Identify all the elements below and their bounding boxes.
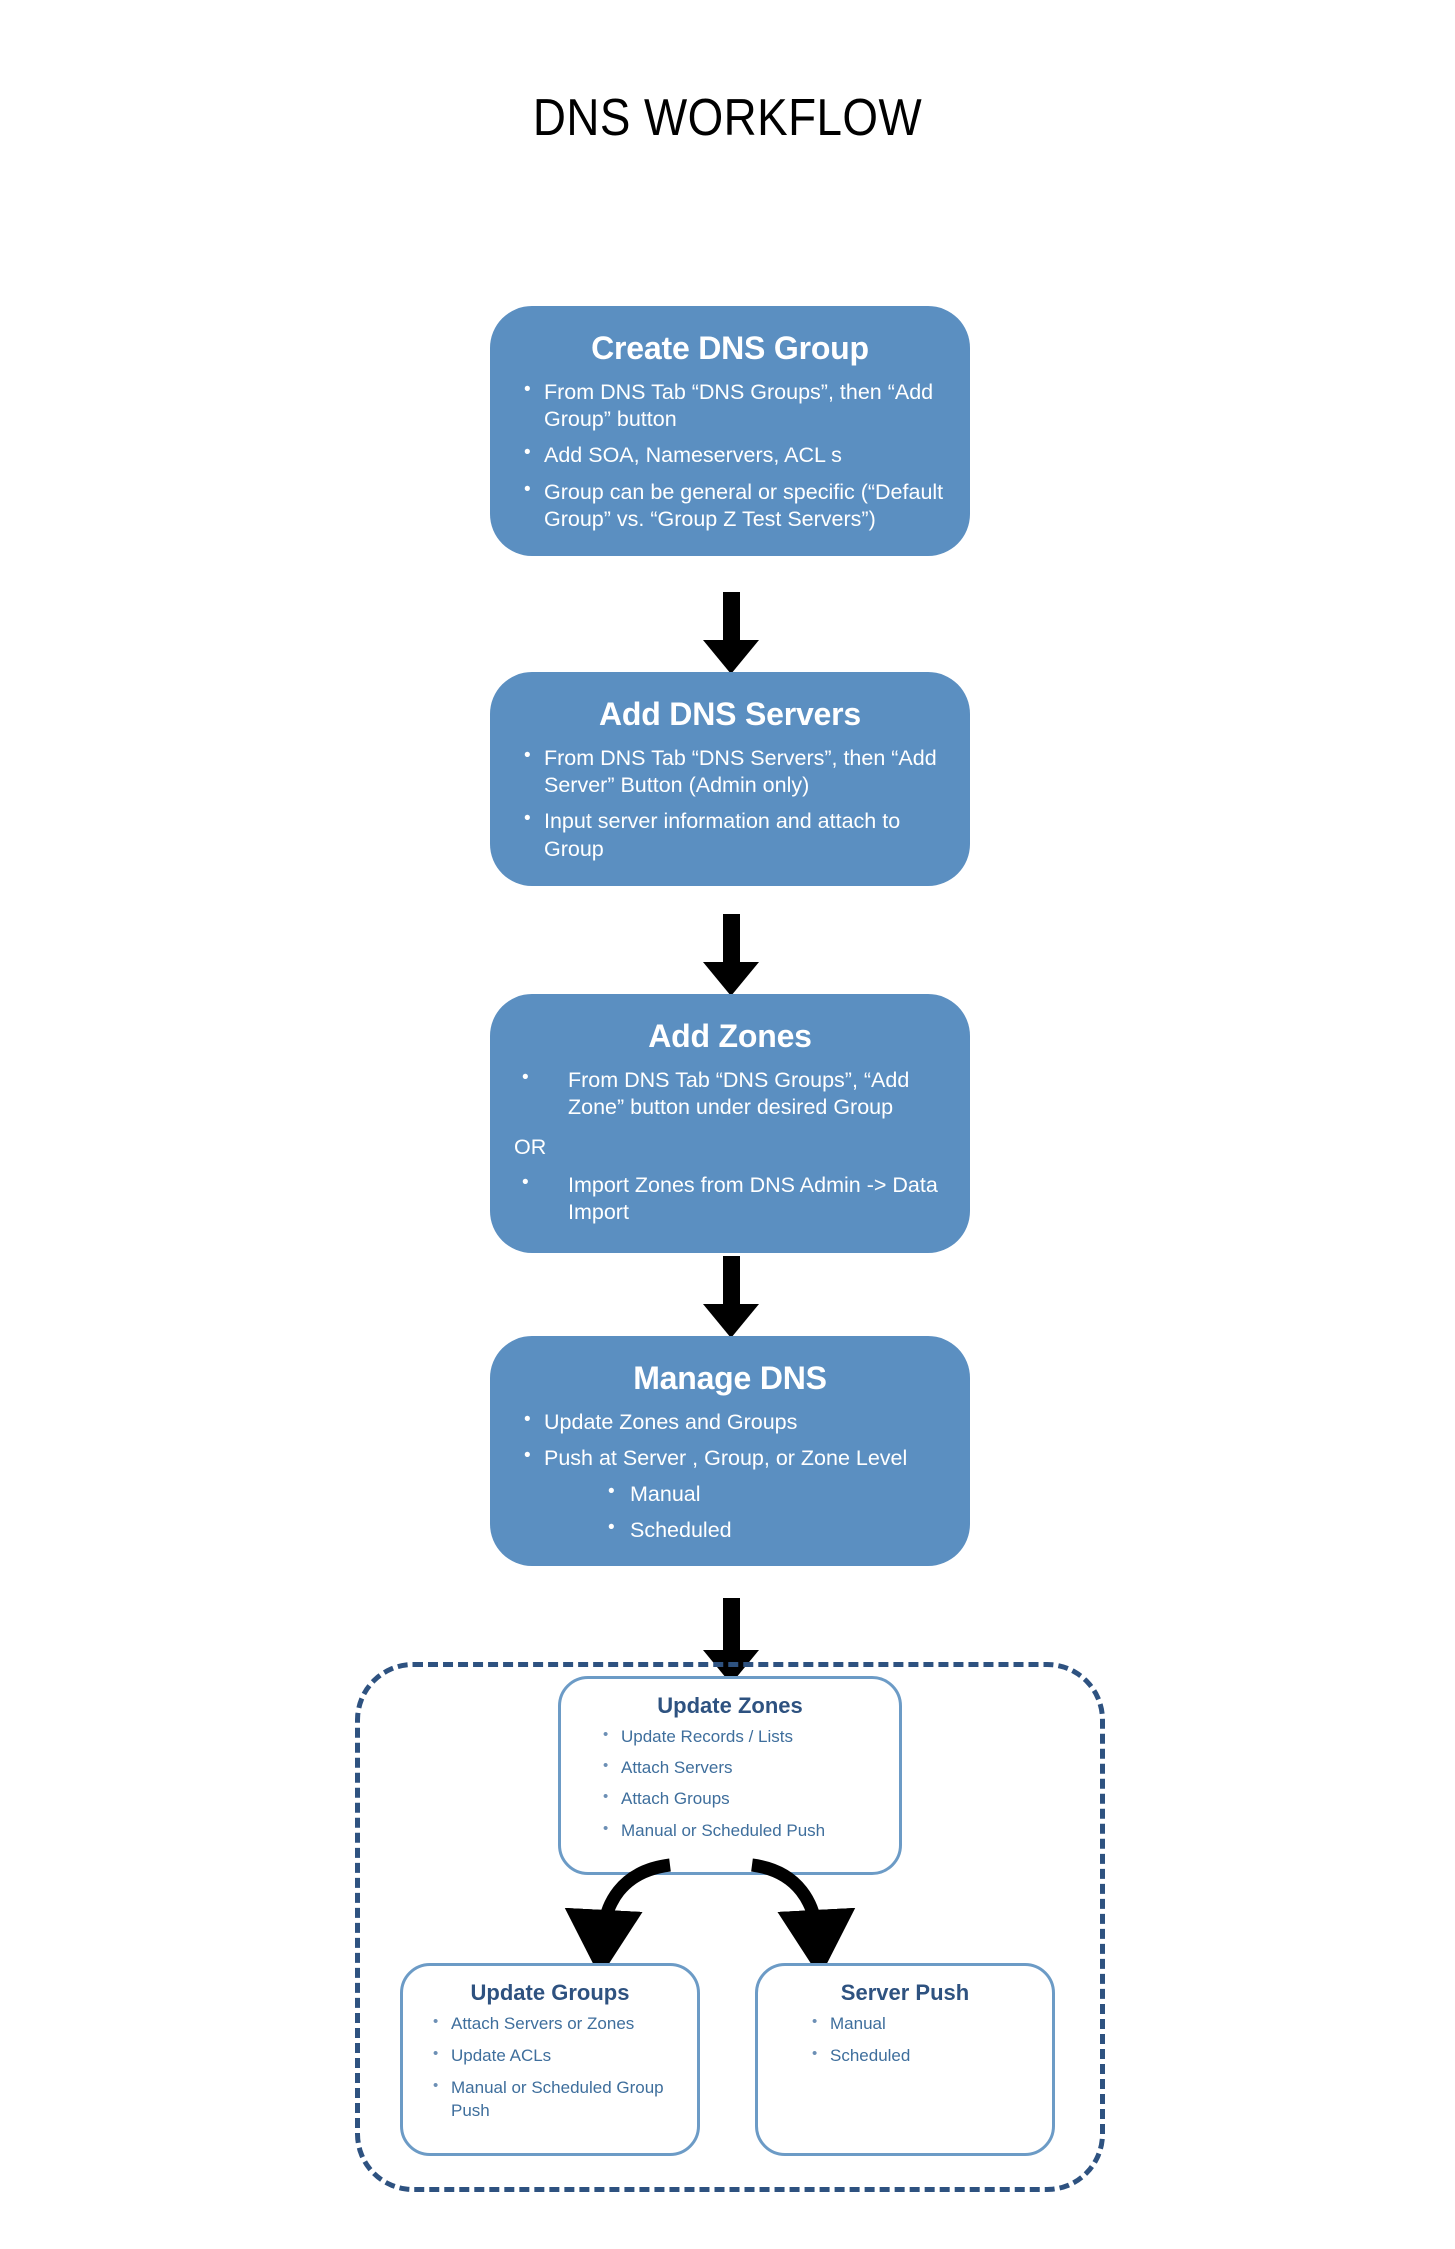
subbox-update-zones[interactable]: Update Zones Update Records / Lists Atta… — [558, 1676, 902, 1875]
bullet-item: Attach Servers — [561, 1756, 899, 1779]
bullet-item: Add SOA, Nameservers, ACL s — [490, 441, 970, 469]
stage-title: Add DNS Servers — [599, 696, 861, 732]
bullet-item: Update Zones and Groups — [490, 1408, 970, 1436]
subbox-bullet-list: Update Records / Lists Attach Servers At… — [561, 1725, 899, 1842]
or-separator-label: OR — [514, 1135, 547, 1160]
stage-bullet-list: Update Zones and Groups Push at Server ,… — [490, 1408, 970, 1544]
arrow-head — [703, 640, 759, 674]
subbox-update-groups[interactable]: Update Groups Attach Servers or Zones Up… — [400, 1963, 700, 2156]
arrow-head — [703, 1304, 759, 1338]
flow-arrow-down-icon — [703, 592, 759, 674]
bullet-item: Manual — [758, 2012, 1052, 2035]
bullet-item: Manual or Scheduled Push — [561, 1819, 899, 1842]
split-arrows-group — [564, 1858, 856, 1978]
arrow-shaft — [723, 592, 740, 640]
stage-bullet-list: From DNS Tab “DNS Servers”, then “Add Se… — [490, 744, 970, 863]
arrow-shaft — [723, 1256, 740, 1304]
arrow-head — [703, 962, 759, 996]
subbox-title: Update Zones — [657, 1693, 803, 1718]
subbox-server-push[interactable]: Server Push Manual Scheduled — [755, 1963, 1055, 2156]
stage-box-manage-dns[interactable]: Manage DNS Update Zones and Groups Push … — [490, 1336, 970, 1566]
stage-bullet-list-primary: From DNS Tab “DNS Groups”, “Add Zone” bu… — [490, 1066, 970, 1122]
sub-bullet-item: Manual — [490, 1480, 970, 1508]
bullet-item: Scheduled — [758, 2044, 1052, 2067]
bullet-item: Manual or Scheduled Group Push — [403, 2076, 697, 2121]
bullet-item: Update ACLs — [403, 2044, 697, 2067]
stage-title: Create DNS Group — [591, 330, 869, 366]
bullet-item: Import Zones from DNS Admin -> Data Impo… — [490, 1171, 970, 1227]
page-title: DNS WORKFLOW — [532, 89, 923, 147]
bullet-item: From DNS Tab “DNS Servers”, then “Add Se… — [490, 744, 970, 800]
subbox-bullet-list: Manual Scheduled — [758, 2012, 1052, 2067]
sub-bullet-item: Scheduled — [490, 1516, 970, 1544]
bullet-item: Attach Groups — [561, 1787, 899, 1810]
bullet-item: Update Records / Lists — [561, 1725, 899, 1748]
stage-bullet-list: From DNS Tab “DNS Groups”, then “Add Gro… — [490, 378, 970, 534]
flow-arrow-down-icon — [703, 1256, 759, 1338]
bullet-item: Push at Server , Group, or Zone Level — [490, 1444, 970, 1472]
bullet-item: From DNS Tab “DNS Groups”, “Add Zone” bu… — [490, 1066, 970, 1122]
subbox-bullet-list: Attach Servers or Zones Update ACLs Manu… — [403, 2012, 697, 2121]
subbox-title: Update Groups — [470, 1980, 630, 2005]
stage-title: Add Zones — [648, 1018, 812, 1054]
stage-box-add-dns-servers[interactable]: Add DNS Servers From DNS Tab “DNS Server… — [490, 672, 970, 886]
flow-arrow-down-icon — [703, 914, 759, 996]
manage-dns-detail-group-container — [355, 1662, 1105, 2192]
curved-arrow-to-update-groups-icon — [564, 1858, 672, 1978]
stage-box-create-dns-group[interactable]: Create DNS Group From DNS Tab “DNS Group… — [490, 306, 970, 557]
arrow-shaft — [723, 914, 740, 962]
bullet-item: Group can be general or specific (“Defau… — [490, 478, 970, 534]
stage-title: Manage DNS — [633, 1360, 827, 1396]
arrow-shaft — [723, 1598, 740, 1650]
bullet-item: From DNS Tab “DNS Groups”, then “Add Gro… — [490, 378, 970, 434]
stage-box-add-zones[interactable]: Add Zones From DNS Tab “DNS Groups”, “Ad… — [490, 994, 970, 1254]
stage-bullet-list-secondary: Import Zones from DNS Admin -> Data Impo… — [490, 1171, 970, 1227]
curved-arrow-to-server-push-icon — [750, 1858, 856, 1978]
subbox-title: Server Push — [840, 1980, 970, 2005]
bullet-item: Attach Servers or Zones — [403, 2012, 697, 2035]
bullet-item: Input server information and attach to G… — [490, 807, 970, 863]
